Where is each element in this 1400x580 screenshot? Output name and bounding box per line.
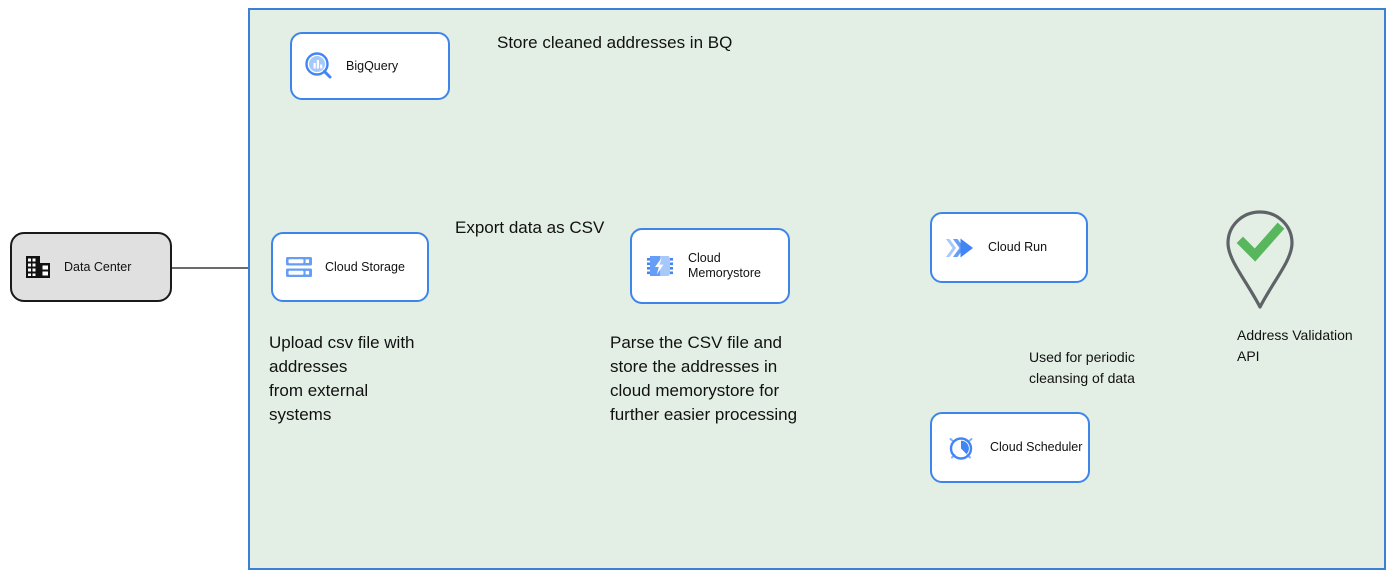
cloud-storage-icon (273, 252, 325, 282)
node-label-bigquery: BigQuery (346, 58, 399, 73)
label-address-validation-api: Address Validation API (1237, 327, 1353, 364)
node-label-cloud-storage: Cloud Storage (325, 259, 405, 274)
node-label-cloud-memorystore: Cloud Memorystore (688, 251, 761, 280)
node-data-center[interactable]: Data Center (10, 232, 172, 302)
address-validation-pin-icon (1226, 210, 1294, 309)
cloud-run-icon (932, 233, 988, 263)
caption-parse-csv: Parse the CSV file and store the address… (610, 333, 798, 424)
caption-periodic-cleansing: Used for periodic cleansing of data (1029, 349, 1135, 386)
node-bigquery[interactable]: BigQuery (290, 32, 450, 100)
bigquery-icon (292, 50, 346, 82)
edge-label-export-csv: Export data as CSV (455, 218, 605, 237)
node-label-data-center: Data Center (64, 260, 132, 274)
node-cloud-scheduler[interactable]: Cloud Scheduler (930, 412, 1090, 483)
caption-upload-csv: Upload csv file with addresses from exte… (269, 333, 415, 424)
node-label-cloud-run: Cloud Run (988, 240, 1048, 254)
node-cloud-storage[interactable]: Cloud Storage (271, 232, 429, 302)
node-cloud-memorystore[interactable]: Cloud Memorystore (630, 228, 790, 304)
node-label-cloud-scheduler: Cloud Scheduler (990, 440, 1083, 454)
cloud-memorystore-icon (632, 250, 688, 282)
edge-label-store-in-bq: Store cleaned addresses in BQ (497, 33, 733, 52)
cloud-scheduler-icon (932, 432, 990, 464)
node-cloud-run[interactable]: Cloud Run (930, 212, 1088, 283)
google-cloud-boundary (248, 8, 1386, 570)
office-building-icon (12, 253, 64, 281)
node-address-validation-api[interactable] (1222, 208, 1298, 312)
